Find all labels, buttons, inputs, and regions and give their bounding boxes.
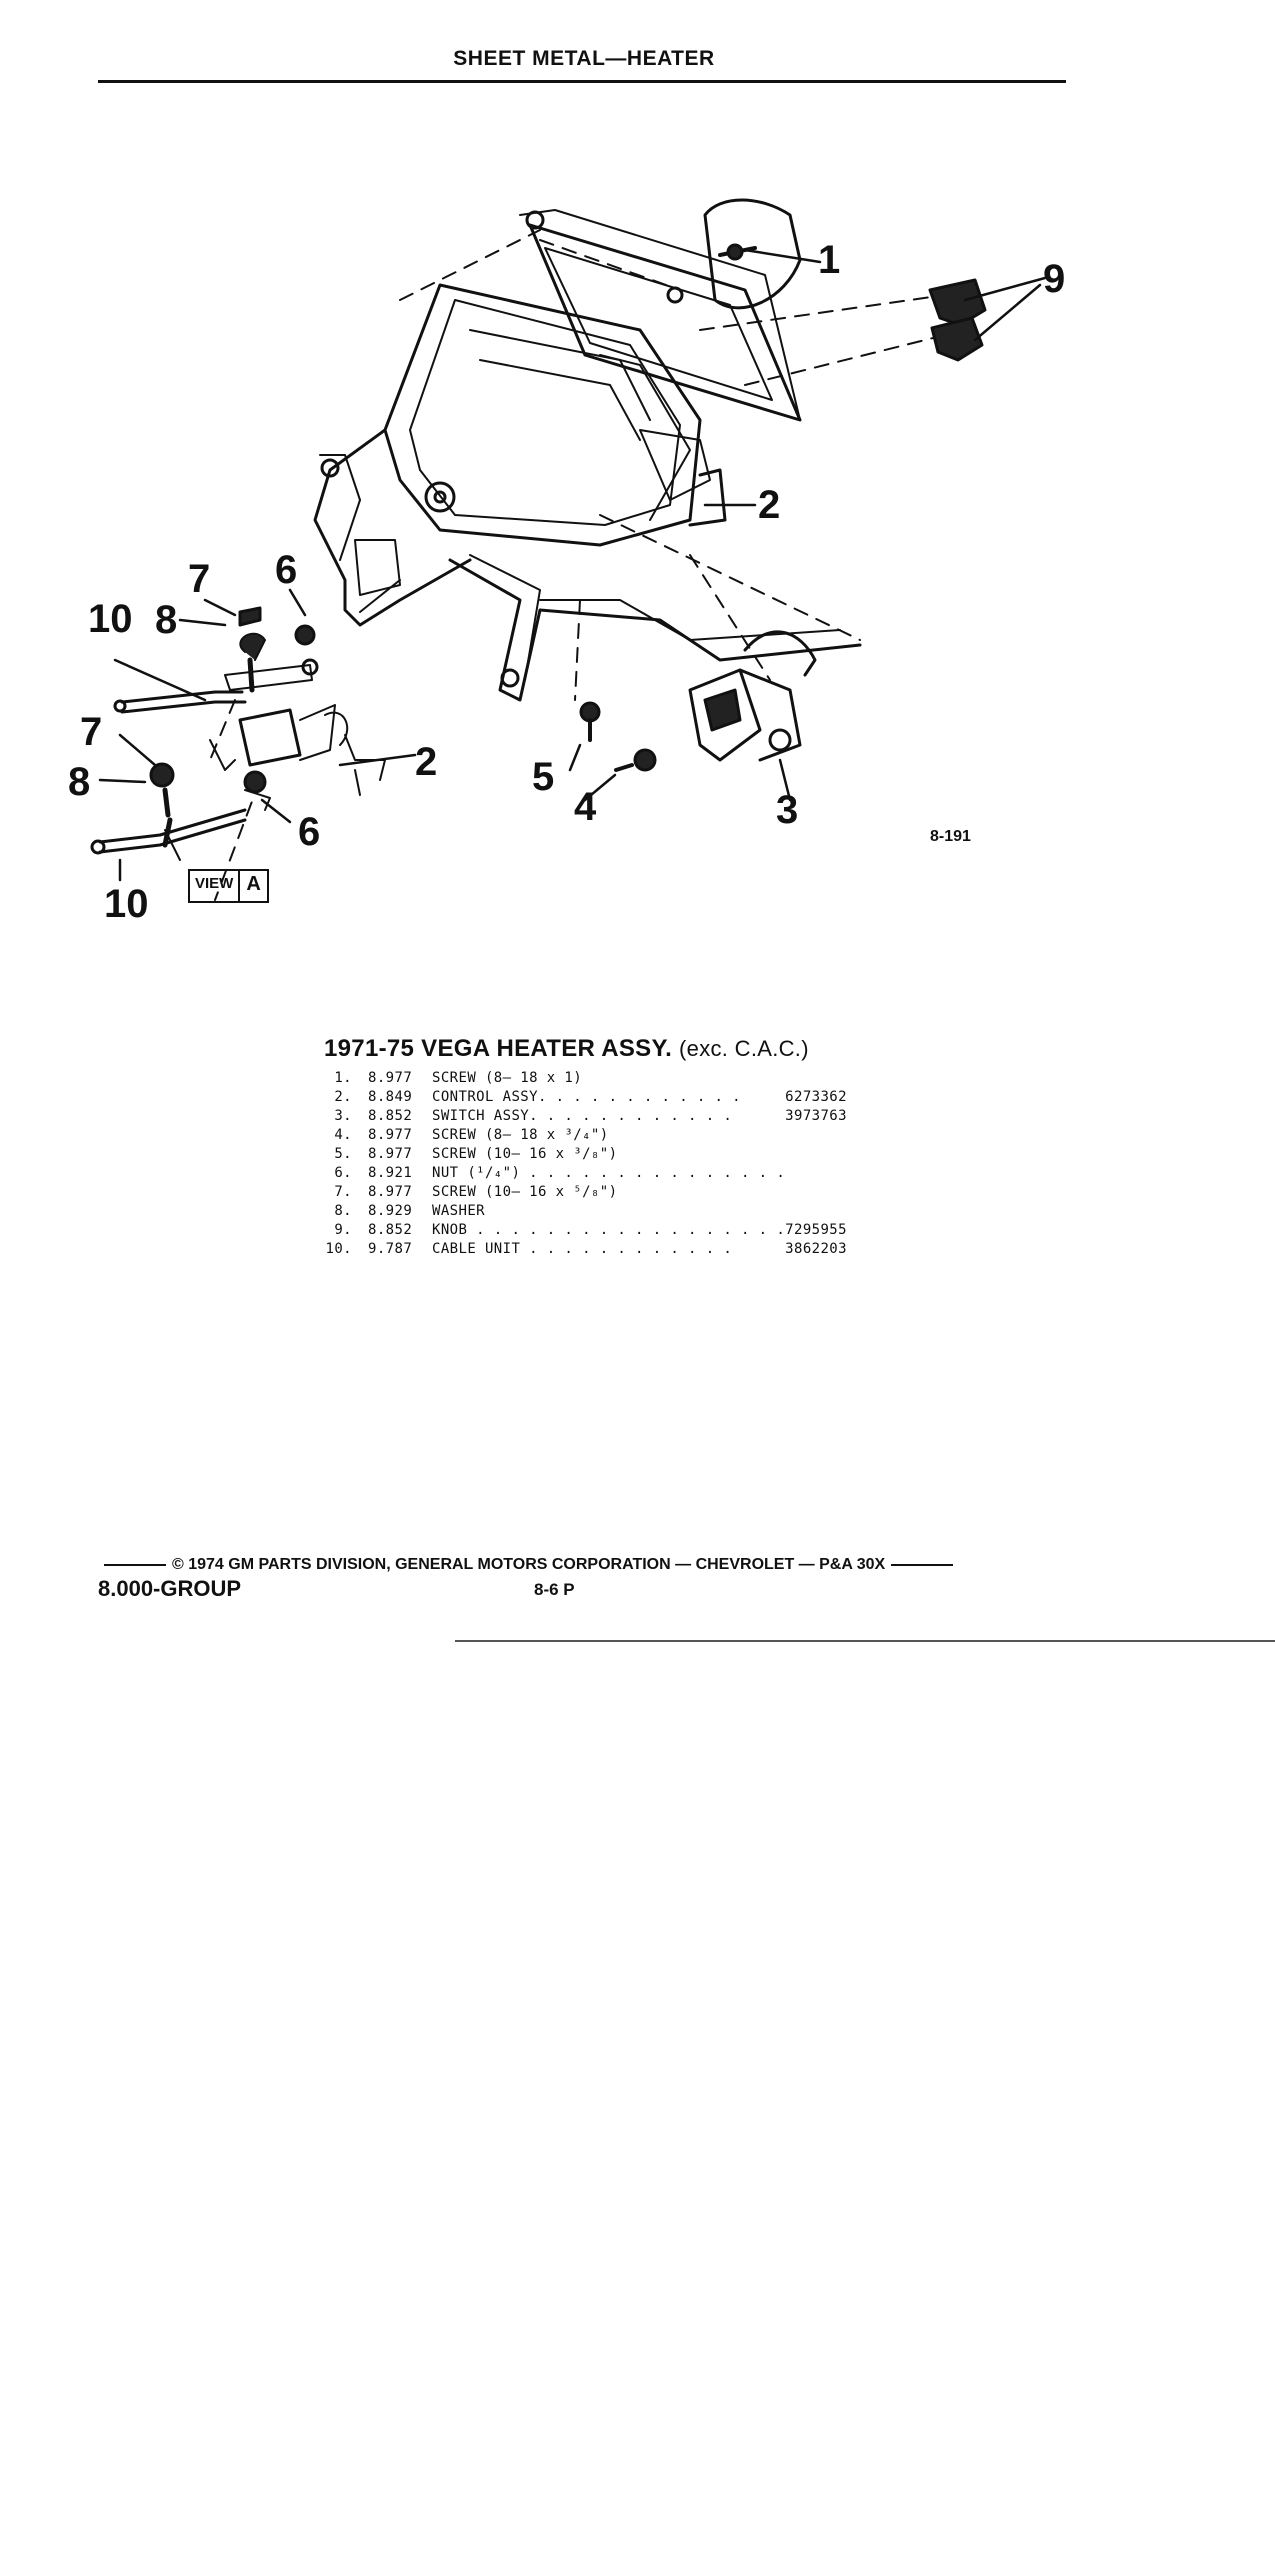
callout-7a: 7	[188, 557, 210, 601]
callout-3: 3	[776, 788, 798, 832]
footer-rule	[455, 1640, 1275, 1642]
parts-table-title-main: 1971-75 VEGA HEATER ASSY.	[324, 1035, 673, 1062]
part-description: CABLE UNIT . . . . . . . . . . . .	[432, 1241, 733, 1257]
callout-8b: 8	[68, 760, 90, 804]
part-number	[785, 1202, 905, 1221]
footer-copyright: © 1974 GM PARTS DIVISION, GENERAL MOTORS…	[172, 1556, 886, 1573]
part-number	[785, 1183, 905, 1202]
callout-1: 1	[818, 238, 840, 282]
table-row: 7. 8.977 SCREW (10— 16 x ⁵/₈")	[320, 1183, 905, 1202]
knob-parts	[928, 278, 987, 362]
part-description: SCREW (10— 16 x ⁵/₈")	[432, 1184, 618, 1200]
table-row: 3. 8.852 SWITCH ASSY. . . . . . . . . . . …	[320, 1107, 905, 1126]
callout-6b: 6	[298, 810, 320, 854]
table-row: 5. 8.977 SCREW (10— 16 x ³/₈")	[320, 1145, 905, 1164]
part-description: SWITCH ASSY. . . . . . . . . . . .	[432, 1108, 733, 1124]
item-number: 3.	[334, 1108, 352, 1124]
table-row: 2. 8.849 CONTROL ASSY. . . . . . . . . . .…	[320, 1088, 905, 1107]
header-rule	[98, 80, 1066, 83]
part-number: 3973763	[785, 1108, 847, 1124]
callout-2: 2	[758, 483, 780, 527]
callout-5: 5	[532, 755, 554, 799]
group-number: 9.787	[368, 1241, 413, 1257]
figure-code: 8-191	[930, 828, 971, 845]
parts-table-title-note: (exc. C.A.C.)	[679, 1036, 809, 1061]
switch-assembly	[688, 630, 817, 762]
parts-table: 1. 8.977 SCREW (8— 18 x 1) 2. 8.849 CONTROL A…	[320, 1069, 905, 1259]
group-number: 8.852	[368, 1108, 413, 1124]
heater-control-exploded-diagram: 1 9 2 2 3 4 5 6 6 7 7 8 8 10 10	[68, 198, 1065, 926]
part-number	[785, 1145, 905, 1164]
part-description: SCREW (10— 16 x ³/₈")	[432, 1146, 618, 1162]
table-row: 10. 9.787 CABLE UNIT . . . . . . . . . . .…	[320, 1240, 905, 1259]
callout-6a: 6	[275, 548, 297, 592]
group-number: 8.852	[368, 1222, 413, 1238]
page-header-title: SHEET METAL—HEATER	[453, 47, 715, 70]
part-description: NUT (¹/₄") . . . . . . . . . . . . . . .	[432, 1165, 786, 1181]
part-description: SCREW (8— 18 x 1)	[432, 1070, 583, 1086]
item-number: 7.	[334, 1184, 352, 1200]
part-description: SCREW (8— 18 x ³/₄")	[432, 1127, 609, 1143]
callout-9: 9	[1043, 257, 1065, 301]
part-number: 7295955	[785, 1222, 847, 1238]
group-number: 8.849	[368, 1089, 413, 1105]
screws-4-5	[579, 701, 657, 772]
part-number	[785, 1126, 905, 1145]
view-a-label: VIEW A	[188, 869, 269, 903]
view-label-prefix: VIEW	[195, 875, 234, 892]
group-number: 8.977	[368, 1184, 413, 1200]
view-label-letter: A	[238, 871, 266, 901]
part-description: WASHER	[432, 1203, 485, 1219]
part-number: 3862203	[785, 1241, 847, 1257]
item-number: 6.	[334, 1165, 352, 1181]
item-number: 2.	[334, 1089, 352, 1105]
group-number: 8.977	[368, 1127, 413, 1143]
control-panel-frame	[519, 209, 802, 422]
callout-4: 4	[574, 785, 597, 829]
group-number: 8.929	[368, 1203, 413, 1219]
item-number: 9.	[334, 1222, 352, 1238]
item-number: 5.	[334, 1146, 352, 1162]
callout-7b: 7	[80, 710, 102, 754]
part-description: KNOB . . . . . . . . . . . . . . . . . .	[432, 1222, 786, 1238]
table-row: 1. 8.977 SCREW (8— 18 x 1)	[320, 1069, 905, 1088]
table-row: 4. 8.977 SCREW (8— 18 x ³/₄")	[320, 1126, 905, 1145]
footer-dash-left	[104, 1564, 166, 1566]
callout-2b: 2	[415, 740, 437, 784]
group-number: 8.977	[368, 1146, 413, 1162]
part-number	[785, 1164, 905, 1183]
part-description: CONTROL ASSY. . . . . . . . . . . .	[432, 1089, 742, 1105]
item-number: 1.	[334, 1070, 352, 1086]
view-a-detail	[90, 606, 386, 861]
footer-copyright-line: © 1974 GM PARTS DIVISION, GENERAL MOTORS…	[98, 1556, 959, 1574]
part-number: 6273362	[785, 1089, 847, 1105]
control-assembly-bracket	[313, 283, 862, 702]
footer-dash-right	[891, 1564, 954, 1566]
parts-table-title: 1971-75 VEGA HEATER ASSY. (exc. C.A.C.)	[324, 1035, 809, 1063]
footer-group-code: 8.000-GROUP	[98, 1576, 242, 1601]
item-number: 10.	[325, 1241, 352, 1257]
callout-10a: 10	[88, 597, 133, 641]
group-number: 8.921	[368, 1165, 413, 1181]
table-row: 9. 8.852 KNOB . . . . . . . . . . . . . . …	[320, 1221, 905, 1240]
table-row: 6. 8.921 NUT (¹/₄") . . . . . . . . . . . …	[320, 1164, 905, 1183]
item-number: 8.	[334, 1203, 352, 1219]
callout-8a: 8	[155, 598, 177, 642]
screw-detail-1	[703, 198, 802, 310]
callout-10b: 10	[104, 882, 149, 926]
group-number: 8.977	[368, 1070, 413, 1086]
part-number	[785, 1069, 905, 1088]
footer-page-number: 8-6 P	[534, 1580, 575, 1599]
item-number: 4.	[334, 1127, 352, 1143]
table-row: 8. 8.929 WASHER	[320, 1202, 905, 1221]
